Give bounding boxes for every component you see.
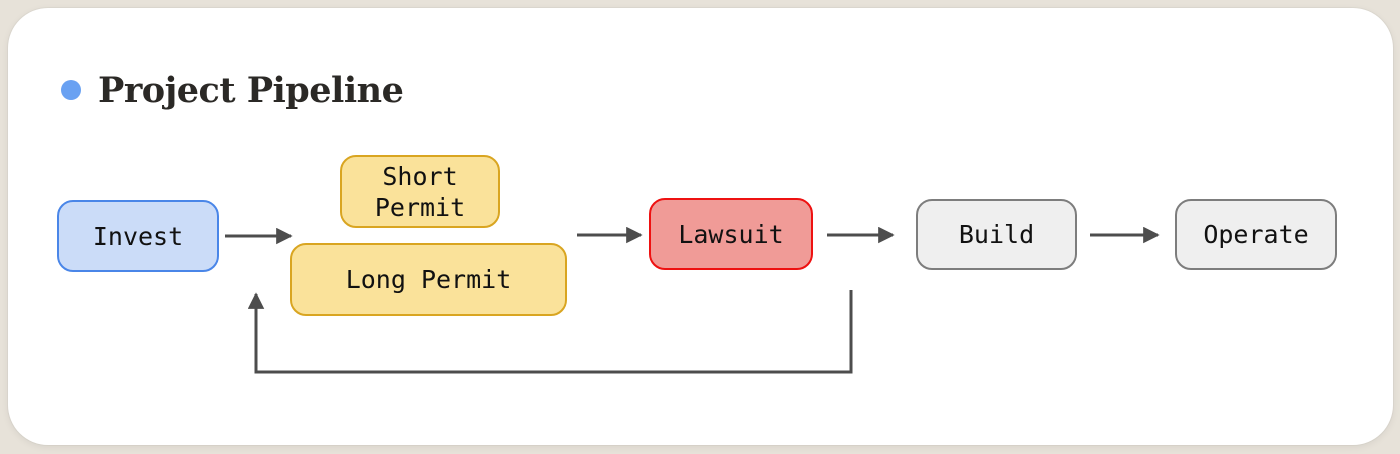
node-build-label: Build — [958, 220, 1035, 249]
node-operate-label: Operate — [1203, 220, 1309, 249]
bullet-dot-icon — [61, 80, 81, 100]
edge-feedback-loop — [247, 290, 853, 374]
node-short-permit: Short Permit — [340, 155, 500, 228]
title-row: Project Pipeline — [61, 68, 404, 112]
node-long-permit: Long Permit — [290, 243, 567, 316]
node-lawsuit: Lawsuit — [649, 198, 813, 270]
node-build: Build — [916, 199, 1077, 270]
page-title: Project Pipeline — [98, 69, 404, 111]
node-short-permit-label: Short Permit — [374, 161, 466, 222]
node-long-permit-label: Long Permit — [345, 265, 512, 294]
node-operate: Operate — [1175, 199, 1337, 270]
node-lawsuit-label: Lawsuit — [678, 219, 784, 249]
node-invest: Invest — [57, 200, 219, 272]
node-invest-label: Invest — [92, 221, 184, 251]
